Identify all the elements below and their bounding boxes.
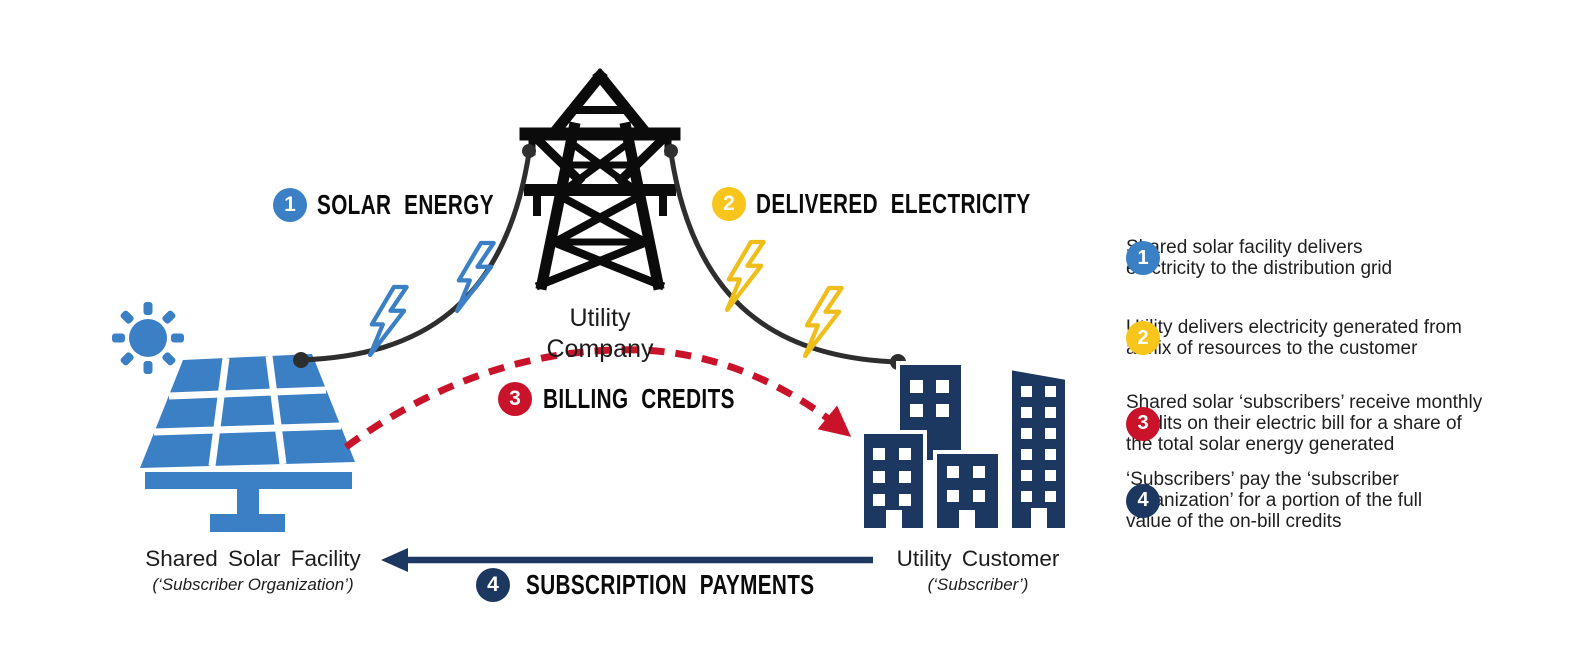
legend-line: ‘Subscribers’ pay the ‘subscriber [1126,469,1399,490]
lightning-bolt-icon [367,284,409,358]
legend-badge-2: 2 [1126,321,1160,355]
legend-line: credits on their electric bill for a sha… [1126,413,1462,434]
sun-icon [112,302,184,374]
utility-label-line: Utility [569,304,631,332]
legend-line: Utility delivers electricity generated f… [1126,317,1462,338]
legend-badge-4: 4 [1126,483,1160,518]
power-lines [300,152,899,365]
subscription-payments-arrow [381,548,873,572]
step-badge-3: 3 [498,382,532,416]
node-label-sub: (‘Subscriber’) [927,575,1029,594]
step-label-billing-credits: BILLING CREDITS [543,382,802,416]
step-label-text: SUBSCRIPTION PAYMENTS [526,569,815,600]
legend-badge-3: 3 [1126,406,1160,441]
lightning-bolt-icon [802,285,844,359]
node-label-main: Shared Solar Facility [145,546,361,571]
step-label-subscription-payments: SUBSCRIPTION PAYMENTS [526,568,916,602]
legend-text-3: Shared solar ‘subscribers’ receive month… [1126,392,1482,455]
step-badge-2: 2 [712,187,746,221]
lightning-bolt-icon [724,239,766,313]
legend-line: a mix of resources to the customer [1126,338,1418,359]
transmission-tower-icon [519,68,681,291]
legend-item-3: 3 Shared solar ‘subscribers’ receive mon… [1126,392,1482,455]
legend-item-4: 4 ‘Subscribers’ pay the ‘subscriber orga… [1126,469,1422,532]
power-line-left [300,152,532,363]
solar-panel-icon [140,354,355,532]
legend-line: value of the on-bill credits [1126,511,1342,532]
step-label-text: DELIVERED ELECTRICITY [756,188,1031,219]
legend-text-1: Shared solar facility delivers electrici… [1126,237,1392,279]
legend-badge-1: 1 [1126,241,1160,275]
legend-line: Shared solar ‘subscribers’ receive month… [1126,392,1483,413]
step-label-solar-energy: SOLAR ENERGY [317,188,556,222]
step-label-text: SOLAR ENERGY [317,189,494,220]
legend-line: Shared solar facility delivers [1126,237,1363,258]
step-label-delivered-electricity: DELIVERED ELECTRICITY [756,187,1127,221]
utility-label-line: Company [546,335,654,363]
node-label-sub: (‘Subscriber Organization’) [152,575,354,594]
legend-text-4: ‘Subscribers’ pay the ‘subscriber organi… [1126,469,1422,532]
step-label-text: BILLING CREDITS [543,383,735,414]
power-line-right [668,152,899,365]
shared-solar-facility-label: Shared Solar Facility (‘Subscriber Organ… [103,546,403,595]
billing-credits-arrow [343,346,852,450]
utility-company-label: Utility Company [520,303,680,365]
step-badge-1: 1 [273,188,307,222]
lightning-bolts [367,239,844,359]
step-badge-4: 4 [476,568,510,602]
legend-line: organization’ for a portion of the full [1126,490,1423,511]
wire-connector-dots [293,144,906,370]
node-label-main: Utility Customer [896,546,1060,571]
legend-text-2: Utility delivers electricity generated f… [1126,317,1462,359]
lightning-bolt-icon [454,240,496,314]
legend-line: electricity to the distribution grid [1126,258,1393,279]
legend-item-2: 2 Utility delivers electricity generated… [1126,317,1462,359]
legend-line: the total solar energy generated [1126,434,1395,455]
buildings-icon [860,361,1069,532]
legend-item-1: 1 Shared solar facility delivers electri… [1126,237,1392,279]
utility-customer-label: Utility Customer (‘Subscriber’) [848,546,1108,595]
